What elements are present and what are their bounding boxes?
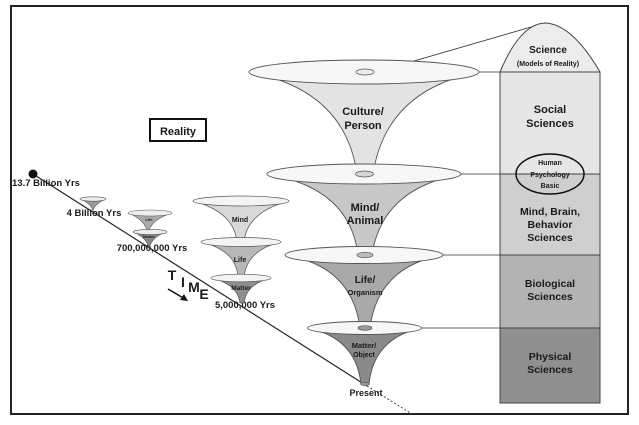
mid-funnel-life-label: Life (234, 257, 247, 264)
oval-line3: Basic (541, 183, 560, 190)
time-letter-e: E (199, 286, 208, 302)
biological-line1: Biological (525, 278, 575, 290)
big-funnel-culture-line1: Culture/ (342, 106, 384, 118)
mid-funnel-matter: Matter (210, 273, 272, 304)
mbb-line3: Sciences (527, 232, 573, 244)
mid-funnel-matter-label: Matter (231, 285, 251, 292)
small-funnel-life: Life (127, 209, 173, 235)
physical-line1: Physical (529, 351, 572, 363)
biological-line2: Sciences (527, 291, 573, 303)
time-letter-t: T (168, 267, 177, 283)
big-funnel-culture: Culture/ Person (248, 59, 480, 175)
oval-line1: Human (538, 160, 562, 167)
big-funnel-life-line1: Life/ (355, 275, 376, 286)
big-funnel-mind-line1: Mind/ (351, 202, 380, 214)
big-funnel-matter: Matter/ Object (307, 321, 422, 386)
big-funnel-matter-line1: Matter/ (352, 341, 378, 350)
science-dome (499, 22, 601, 73)
physical-line2: Sciences (527, 364, 573, 376)
small-funnel-life-label: Life (145, 217, 153, 222)
reality-title-box (149, 118, 207, 142)
big-funnel-culture-line2: Person (344, 120, 382, 132)
science-subtitle: (Models of Reality) (517, 61, 579, 68)
social-sciences-line1: Social (534, 104, 566, 116)
time-letter-i: I (181, 274, 185, 290)
big-funnel-life-line2: Organism (347, 288, 382, 297)
funnel-4b (79, 196, 107, 212)
level-biological-sciences (499, 254, 601, 329)
timeline-future-dashed (366, 385, 413, 415)
big-funnel-matter-line2: Object (353, 352, 375, 359)
time-letter-m: M (188, 279, 200, 295)
time-arrow-icon (167, 288, 188, 301)
human-psychology-oval (515, 153, 585, 195)
big-funnel-mind: Mind/ Animal (266, 163, 463, 256)
timeline-line (32, 173, 368, 387)
time-label-5m: 5,000,000 Yrs (215, 300, 275, 311)
science-title: Science (529, 45, 567, 56)
level-physical-sciences (499, 327, 601, 404)
time-label-13-7b: 13.7 Billion Yrs (12, 178, 80, 189)
big-bang-dot (28, 169, 38, 179)
social-sciences-line2: Sciences (526, 118, 574, 130)
level-social-sciences (499, 71, 601, 175)
small-funnel-matter-label: Matter (143, 234, 155, 239)
big-funnel-mind-line2: Animal (347, 215, 384, 227)
mbb-line2: Behavior (528, 219, 573, 231)
small-funnel-matter: Matter (132, 229, 168, 250)
oval-line2: Psychology (530, 172, 569, 179)
time-label-700m: 700,000,000 Yrs (117, 243, 188, 254)
mbb-line1: Mind, Brain, (520, 206, 580, 218)
level-mind-brain-behavior (499, 173, 601, 256)
big-funnel-life: Life/ Organism (284, 246, 445, 329)
time-label-4b: 4 Billion Yrs (67, 208, 122, 219)
culture-inner-ellipse (355, 68, 375, 76)
mid-funnel-mind-label: Mind (232, 217, 248, 224)
reality-title: Reality (160, 126, 197, 138)
science-column: Science (Models of Reality) Social Scien… (499, 22, 601, 404)
time-label-present: Present (349, 388, 382, 398)
